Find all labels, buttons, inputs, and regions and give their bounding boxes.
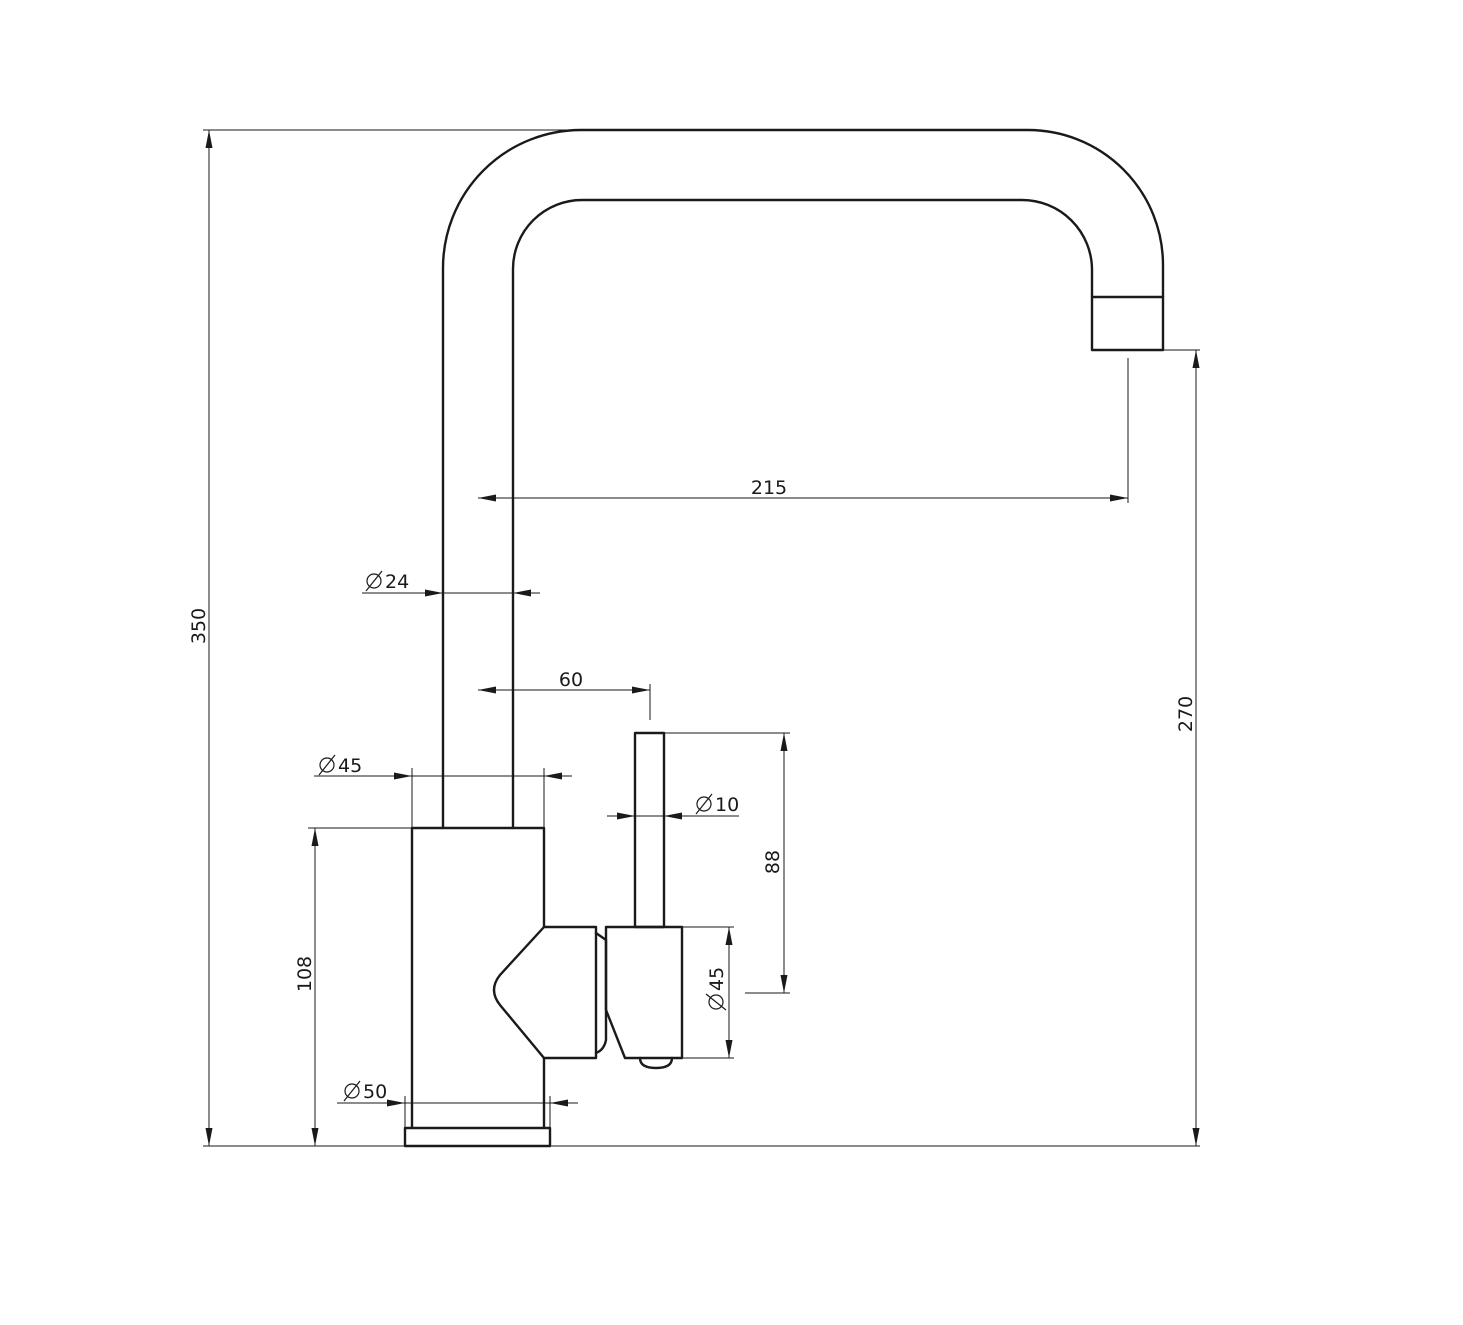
svg-text:45: 45 <box>338 755 362 777</box>
total-height-label: 350 <box>188 608 210 644</box>
faucet-body <box>410 826 546 1129</box>
handle-offset-label: 60 <box>559 669 583 691</box>
spout-reach-label: 215 <box>751 477 787 499</box>
dimension-lines: 350 270 215 24 60 <box>188 129 1200 1147</box>
lever-length-label: 88 <box>762 850 784 874</box>
cartridge-housing <box>492 925 598 1060</box>
svg-text:50: 50 <box>363 1081 387 1103</box>
svg-text:24: 24 <box>385 571 409 593</box>
base-plate <box>403 1126 552 1148</box>
diameter-45-body-label: 45 <box>318 754 362 777</box>
spout-tube <box>441 128 1165 830</box>
diameter-45-handle-label: 45 <box>705 967 728 1011</box>
handle-block <box>604 925 684 1060</box>
svg-text:10: 10 <box>715 794 739 816</box>
body-height-label: 108 <box>294 956 316 992</box>
diameter-10-label: 10 <box>695 793 739 816</box>
lever <box>633 731 666 929</box>
handle-connector <box>594 931 608 1055</box>
faucet-outline <box>403 128 1165 1148</box>
spout-height-label: 270 <box>1175 696 1197 732</box>
diameter-50-label: 50 <box>343 1080 387 1103</box>
handle-knob <box>638 1056 674 1070</box>
svg-text:45: 45 <box>706 967 728 991</box>
diameter-24-label: 24 <box>365 570 409 593</box>
